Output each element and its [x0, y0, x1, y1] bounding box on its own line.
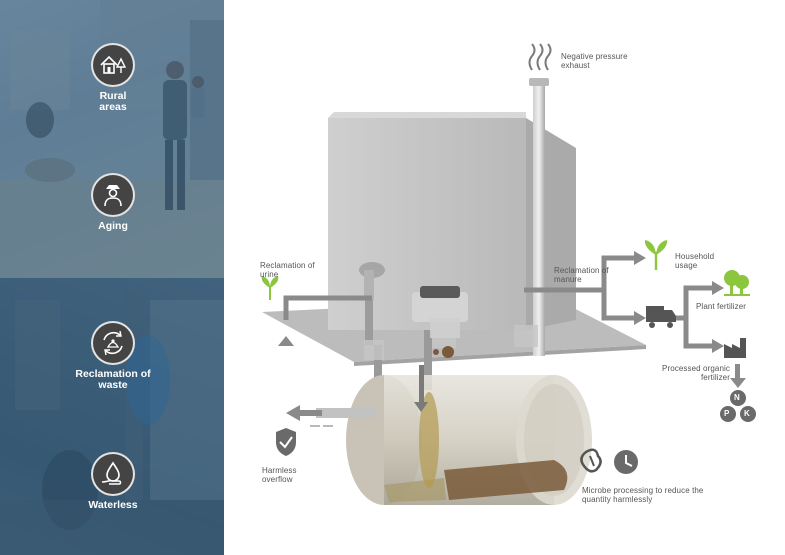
npk-k-label: K: [744, 409, 750, 418]
recycle-waste-icon: [91, 321, 135, 365]
overflow-label: Harmless overflow: [262, 466, 297, 484]
household-sprout-icon: [644, 240, 668, 270]
manure-arrow: [524, 255, 634, 293]
clock-icon: [614, 450, 638, 474]
npk-nutrients-icon: [720, 390, 756, 422]
npk-p-label: P: [724, 409, 730, 418]
vent-pipe: [533, 86, 545, 356]
exhaust-fumes-icon: [528, 43, 552, 71]
feature-aging: Aging: [73, 173, 153, 232]
plant-fertilizer-label: Plant fertilizer: [696, 302, 747, 311]
diagram-graphics: [261, 43, 756, 505]
feature-waterless: Waterless: [73, 452, 153, 511]
feature-label: Waterless: [88, 499, 138, 511]
elderly-person-icon: [91, 173, 135, 217]
feature-label: Aging: [98, 220, 128, 232]
npk-n-label: N: [734, 393, 740, 402]
urine-sprout-icon: [261, 276, 279, 300]
photo-scenery: [0, 0, 224, 555]
microbe-label: Microbe processing to reduce the quantit…: [582, 486, 704, 504]
vent-cap: [529, 78, 549, 86]
urine-label: Reclamation of urine: [260, 261, 315, 279]
rural-house-icon: [91, 43, 135, 87]
feature-reclamation-of-waste: Reclamation of waste: [73, 321, 153, 391]
exhaust-label: Negative pressure exhaust: [561, 52, 628, 70]
feature-label: Reclamation of waste: [75, 368, 151, 391]
squat-toilet: [412, 292, 468, 322]
sludge: [444, 460, 568, 500]
organic-fertilizer-label: Processed organic fertilizer: [662, 364, 730, 382]
toilet-system-diagram: N P K Negative pressure exhaust Reclamat…: [224, 0, 785, 555]
urine-arrow: [283, 295, 372, 320]
feature-label: Rural areas: [99, 90, 127, 113]
microbe-icon: [580, 448, 602, 473]
left-photo-panel: Rural areas Aging Reclamation of waste: [0, 0, 224, 555]
water-drop-hand-icon: [91, 452, 135, 496]
plant-fertilizer-icon: [724, 270, 750, 296]
shield-check-icon: [276, 428, 296, 456]
manure-label: Reclamation of manure: [554, 266, 609, 284]
overflow-pipe: [316, 408, 376, 418]
household-label: Household usage: [675, 252, 715, 270]
feature-rural-areas: Rural areas: [73, 43, 153, 113]
factory-icon: [724, 338, 746, 358]
truck-icon: [646, 306, 676, 328]
